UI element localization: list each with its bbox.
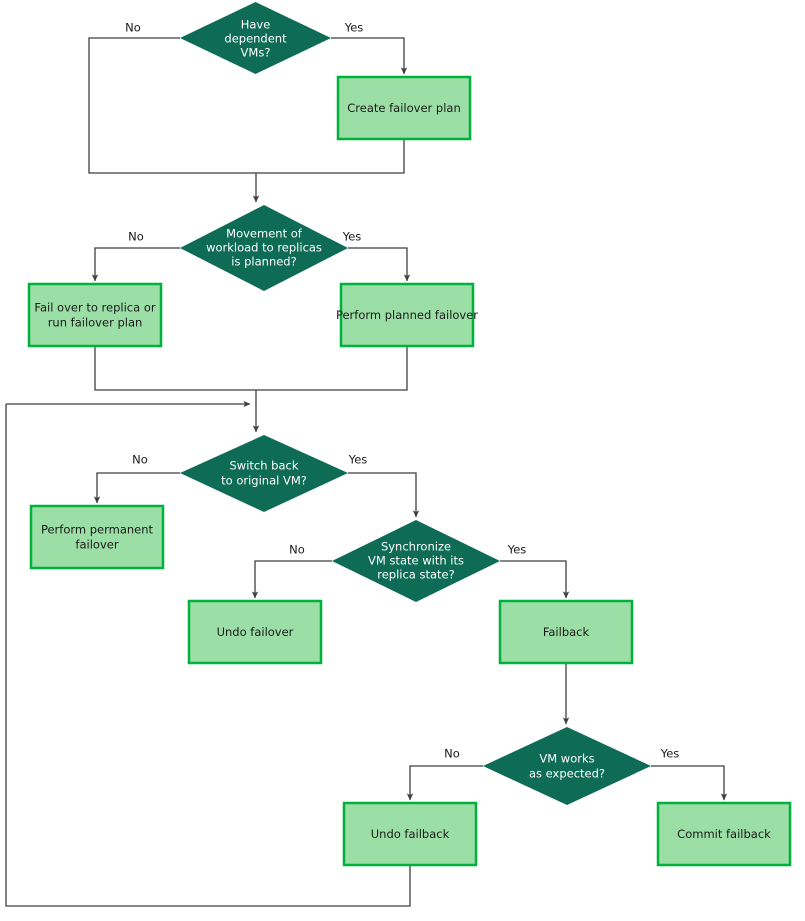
edge-d2-yes: [348, 247, 411, 282]
edge-d5-no: [406, 765, 483, 801]
node-synchronize-vm-state-with-replica[interactable]: Synchronize VM state with its replica st…: [332, 520, 500, 602]
node-label-line: replica state?: [377, 568, 455, 582]
edge-d3-yes: [348, 472, 420, 518]
process-shape: [29, 504, 165, 570]
edge-label-d5-yes: Yes: [660, 747, 680, 761]
node-label-line: workload to replicas: [206, 241, 322, 255]
node-movement-of-workload-planned[interactable]: Movement of workload to replicas is plan…: [180, 205, 348, 291]
node-fail-over-to-replica-or-run-failover-plan[interactable]: Fail over to replica or run failover pla…: [27, 282, 163, 348]
node-label-line: run failover plan: [48, 316, 143, 330]
edge-label-d2-yes: Yes: [342, 230, 362, 244]
node-label-line: Perform planned failover: [336, 308, 478, 322]
node-label-line: Have: [241, 18, 271, 32]
edge-d4-yes: [500, 560, 570, 599]
edge-d4-no: [251, 560, 332, 599]
edge-label-d1-no: No: [125, 21, 141, 35]
edge-label-d4-no: No: [289, 543, 305, 557]
edge-label-d5-no: No: [444, 747, 460, 761]
edge-d1-no: [88, 37, 256, 174]
decision-shape: [180, 205, 348, 291]
node-label-line: Create failover plan: [347, 101, 460, 115]
node-label-line: Failback: [543, 625, 590, 639]
process-shape: [498, 599, 634, 665]
node-label-line: Perform permanent: [41, 523, 154, 537]
decision-shape: [180, 2, 331, 74]
node-label-line: failover: [75, 538, 118, 552]
edge-p2-to-merge: [94, 345, 256, 391]
node-label-line: to original VM?: [221, 474, 307, 488]
edge-d2-no: [91, 247, 180, 282]
node-failback[interactable]: Failback: [498, 599, 634, 665]
process-shape: [339, 282, 475, 348]
node-perform-planned-failover[interactable]: Perform planned failover: [336, 282, 478, 348]
edge-d1-yes: [331, 37, 408, 75]
node-label-line: Fail over to replica or: [34, 301, 155, 315]
node-label-line: dependent: [224, 32, 287, 46]
node-commit-failback[interactable]: Commit failback: [656, 801, 792, 867]
node-undo-failback[interactable]: Undo failback: [342, 801, 478, 867]
node-perform-permanent-failover[interactable]: Perform permanent failover: [29, 504, 165, 570]
node-label-line: VM works: [539, 752, 594, 766]
edge-p3-to-merge: [256, 345, 408, 391]
edge-p7-feedback: [5, 404, 411, 907]
node-label-line: VM state with its: [368, 554, 464, 568]
node-vm-works-as-expected[interactable]: VM works as expected?: [483, 727, 651, 805]
node-undo-failover[interactable]: Undo failover: [187, 599, 323, 665]
edge-label-group: No Yes No Yes No Yes No Yes No Yes: [125, 21, 679, 761]
edge-d5-yes: [651, 765, 728, 801]
process-shape: [342, 801, 478, 867]
decision-shape: [180, 435, 348, 512]
edge-d3-no: [93, 472, 180, 504]
node-label-line: Undo failback: [371, 827, 450, 841]
node-label-line: is planned?: [231, 255, 296, 269]
decision-shape: [332, 520, 500, 602]
node-label-line: Switch back: [229, 459, 298, 473]
edge-label-d3-no: No: [132, 453, 148, 467]
process-shape: [336, 75, 472, 141]
node-label-line: VMs?: [241, 46, 271, 60]
process-shape: [27, 282, 163, 348]
node-label-line: Commit failback: [677, 827, 771, 841]
process-shape: [187, 599, 323, 665]
node-have-dependent-vms[interactable]: Have dependent VMs?: [180, 2, 331, 74]
node-label-line: Movement of: [226, 227, 303, 241]
edge-label-d4-yes: Yes: [507, 543, 527, 557]
decision-shape: [483, 727, 651, 805]
node-label-line: as expected?: [529, 767, 605, 781]
node-label-line: Undo failover: [217, 625, 294, 639]
node-label-line: Synchronize: [381, 540, 451, 554]
process-shape: [656, 801, 792, 867]
edge-p1-to-merge: [256, 140, 405, 174]
node-create-failover-plan[interactable]: Create failover plan: [336, 75, 472, 141]
edge-label-d3-yes: Yes: [348, 453, 368, 467]
node-switch-back-to-original-vm[interactable]: Switch back to original VM?: [180, 435, 348, 512]
edge-label-d2-no: No: [128, 230, 144, 244]
edge-group: [5, 37, 728, 907]
edge-label-d1-yes: Yes: [344, 21, 364, 35]
